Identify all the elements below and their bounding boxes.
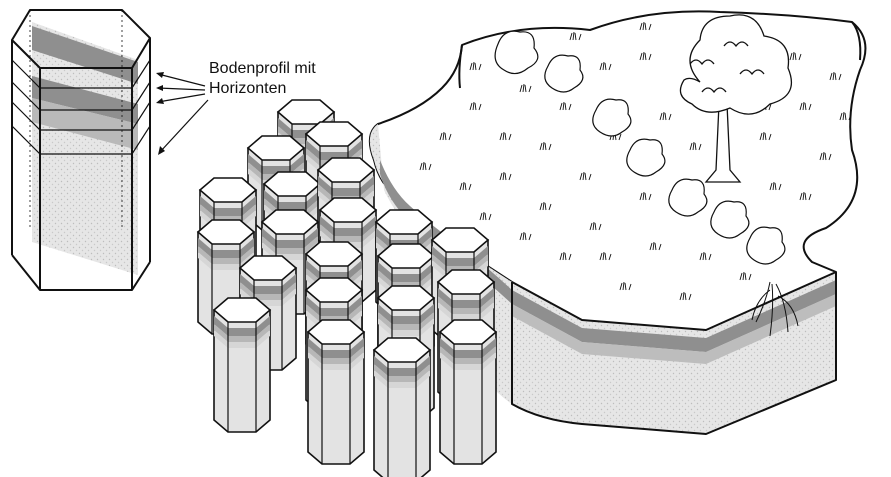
soil-column xyxy=(214,298,270,432)
annotation-arrowheads xyxy=(156,72,165,155)
soil-column xyxy=(440,320,496,464)
annotation-arrows xyxy=(158,74,208,152)
soil-column xyxy=(308,320,364,464)
annotation-line-2: Horizonten xyxy=(209,80,286,97)
soil-column xyxy=(374,338,430,477)
annotation-line-1: Bodenprofil mit xyxy=(209,60,316,77)
pedon-prism xyxy=(12,10,150,290)
